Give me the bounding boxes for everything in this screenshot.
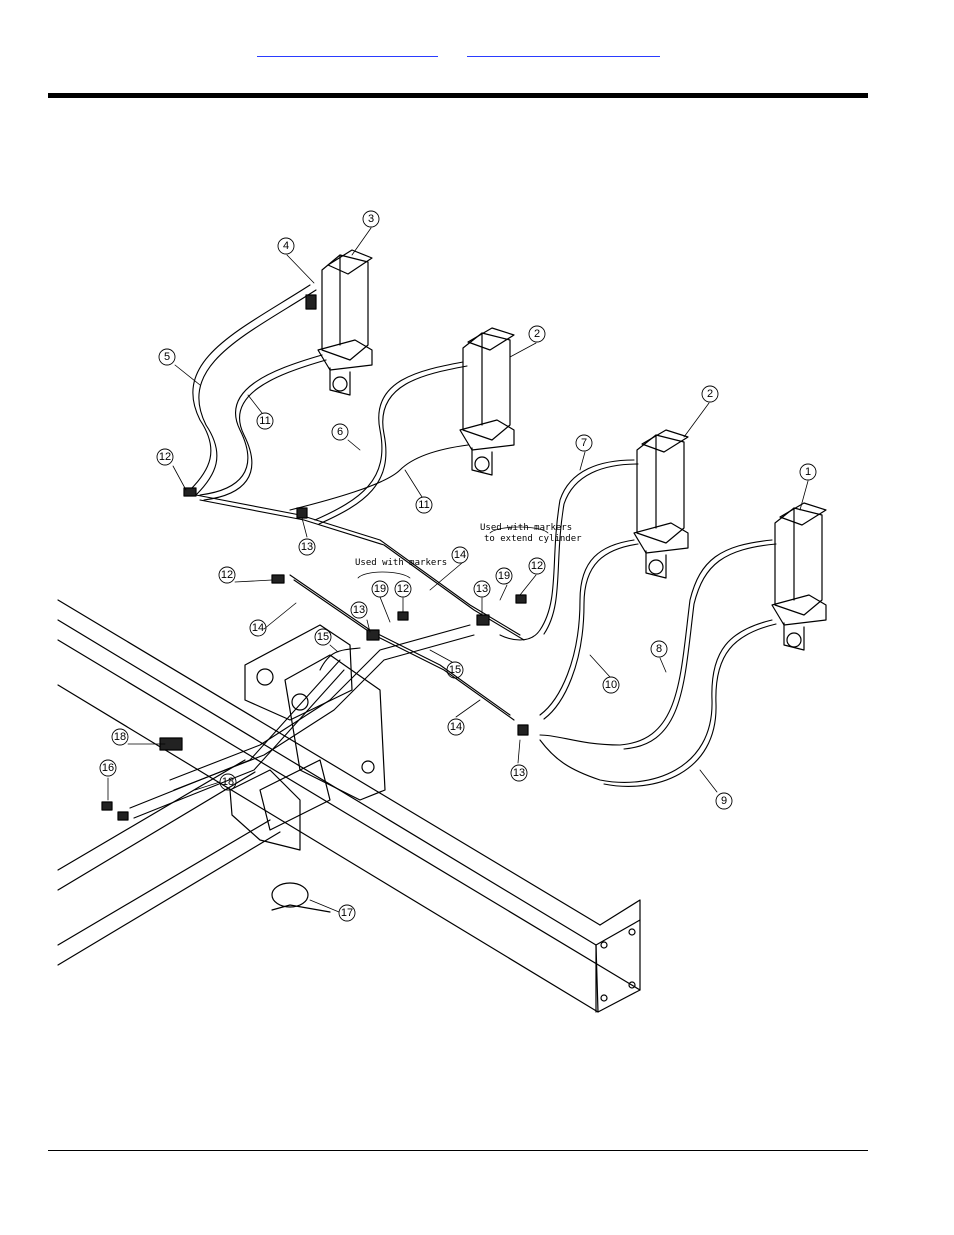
cable-tie — [271, 882, 331, 913]
callout-18a: 18 — [114, 731, 126, 743]
callout-13a: 13 — [301, 541, 313, 553]
callout-17: 17 — [341, 907, 353, 919]
callout-labels: 3 4 2 2 1 5 11 6 11 7 12 13 12 14 19 12 … — [102, 213, 811, 919]
header-link-right[interactable] — [467, 38, 660, 57]
footer-rule — [48, 1150, 868, 1151]
note-used-with-markers: Used with markers — [355, 558, 447, 568]
hydraulic-cylinder-2a — [459, 327, 515, 476]
callout-12c: 12 — [397, 583, 409, 595]
hydraulic-cylinder-3 — [317, 249, 373, 396]
hydraulic-cylinder-2b — [633, 429, 689, 579]
callout-13c: 13 — [476, 583, 488, 595]
header-link-left[interactable] — [257, 38, 438, 57]
callout-14c: 14 — [450, 721, 462, 733]
callout-3: 3 — [368, 213, 374, 225]
callout-12d: 12 — [531, 560, 543, 572]
callout-10: 10 — [605, 679, 617, 691]
callout-12b: 12 — [221, 569, 233, 581]
callout-11b: 11 — [418, 499, 429, 511]
hoses — [129, 284, 777, 819]
callout-2b: 2 — [707, 388, 713, 400]
note-extend-line1: Used with markers — [480, 523, 572, 533]
leader-lines — [107, 227, 809, 913]
callout-circles — [99, 210, 817, 922]
callout-5: 5 — [164, 351, 170, 363]
callout-2a: 2 — [534, 328, 540, 340]
callout-14a: 14 — [454, 549, 466, 561]
callout-13d: 13 — [513, 767, 525, 779]
callout-8: 8 — [656, 643, 662, 655]
callout-16: 16 — [102, 762, 114, 774]
callout-6: 6 — [337, 426, 343, 438]
fittings — [101, 294, 529, 821]
callout-11a: 11 — [259, 415, 270, 427]
callout-18b: 18 — [222, 776, 234, 788]
hydraulic-cylinder-1 — [771, 502, 827, 651]
callout-15a: 15 — [317, 631, 329, 643]
note-extend-line2: to extend cylinder — [484, 534, 582, 544]
header-rule — [48, 93, 868, 98]
callout-19b: 19 — [498, 570, 510, 582]
hydraulic-parts-diagram: 3 4 2 2 1 5 11 6 11 7 12 13 12 14 19 12 … — [57, 210, 827, 1013]
diagram-notes: Used with markers Used with markers to e… — [355, 523, 582, 568]
toolbar-frame — [57, 599, 641, 1013]
callout-15b: 15 — [449, 664, 461, 676]
callout-4: 4 — [283, 240, 289, 252]
callout-14b: 14 — [252, 622, 264, 634]
callout-1: 1 — [805, 466, 811, 478]
callout-13b: 13 — [353, 604, 365, 616]
callout-19a: 19 — [374, 583, 386, 595]
callout-7: 7 — [581, 437, 587, 449]
callout-12a: 12 — [159, 451, 171, 463]
callout-9: 9 — [721, 795, 727, 807]
hitch-plates — [229, 624, 386, 851]
